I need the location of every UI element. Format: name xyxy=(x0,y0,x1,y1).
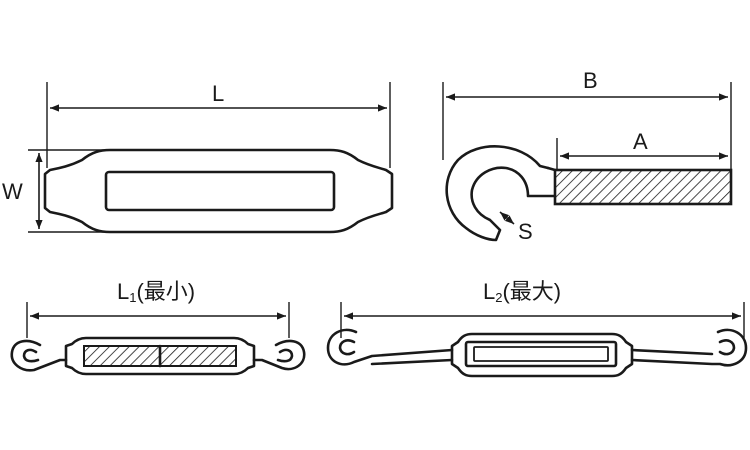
label-a: A xyxy=(633,129,648,154)
label-l: L xyxy=(212,81,224,106)
right-hook-min xyxy=(252,339,306,371)
label-w: W xyxy=(2,179,23,204)
label-b: B xyxy=(583,68,598,93)
label-l2: L2(最大) xyxy=(483,279,561,305)
body-view: L W xyxy=(2,81,394,234)
right-hook-max xyxy=(630,328,748,367)
body-slot xyxy=(104,170,336,212)
hook-eye xyxy=(445,145,557,242)
left-hook-max xyxy=(326,328,454,366)
left-hook-min-inner xyxy=(22,348,40,363)
right-hook-max-inner xyxy=(718,339,736,356)
body-min xyxy=(64,336,256,376)
label-l1: L1(最小) xyxy=(117,279,195,305)
label-s: S xyxy=(518,219,533,244)
s-dimension-line xyxy=(499,211,515,225)
body-max-slot-inner xyxy=(473,346,609,362)
left-hook-max-inner xyxy=(338,339,356,356)
threaded-shank xyxy=(553,168,733,206)
hook-view: B A S xyxy=(442,68,733,244)
shank-end xyxy=(546,166,557,172)
assembly-min-view: L1(最小) xyxy=(10,279,306,376)
right-hook-min-inner xyxy=(276,348,294,363)
body-max-slot xyxy=(464,340,618,368)
body-max xyxy=(450,332,634,378)
body-outline xyxy=(43,148,394,234)
left-hook-min xyxy=(10,339,68,372)
assembly-max-view: L2(最大) xyxy=(326,279,748,378)
left-rod-max xyxy=(370,358,454,366)
right-rod-max xyxy=(630,348,714,356)
